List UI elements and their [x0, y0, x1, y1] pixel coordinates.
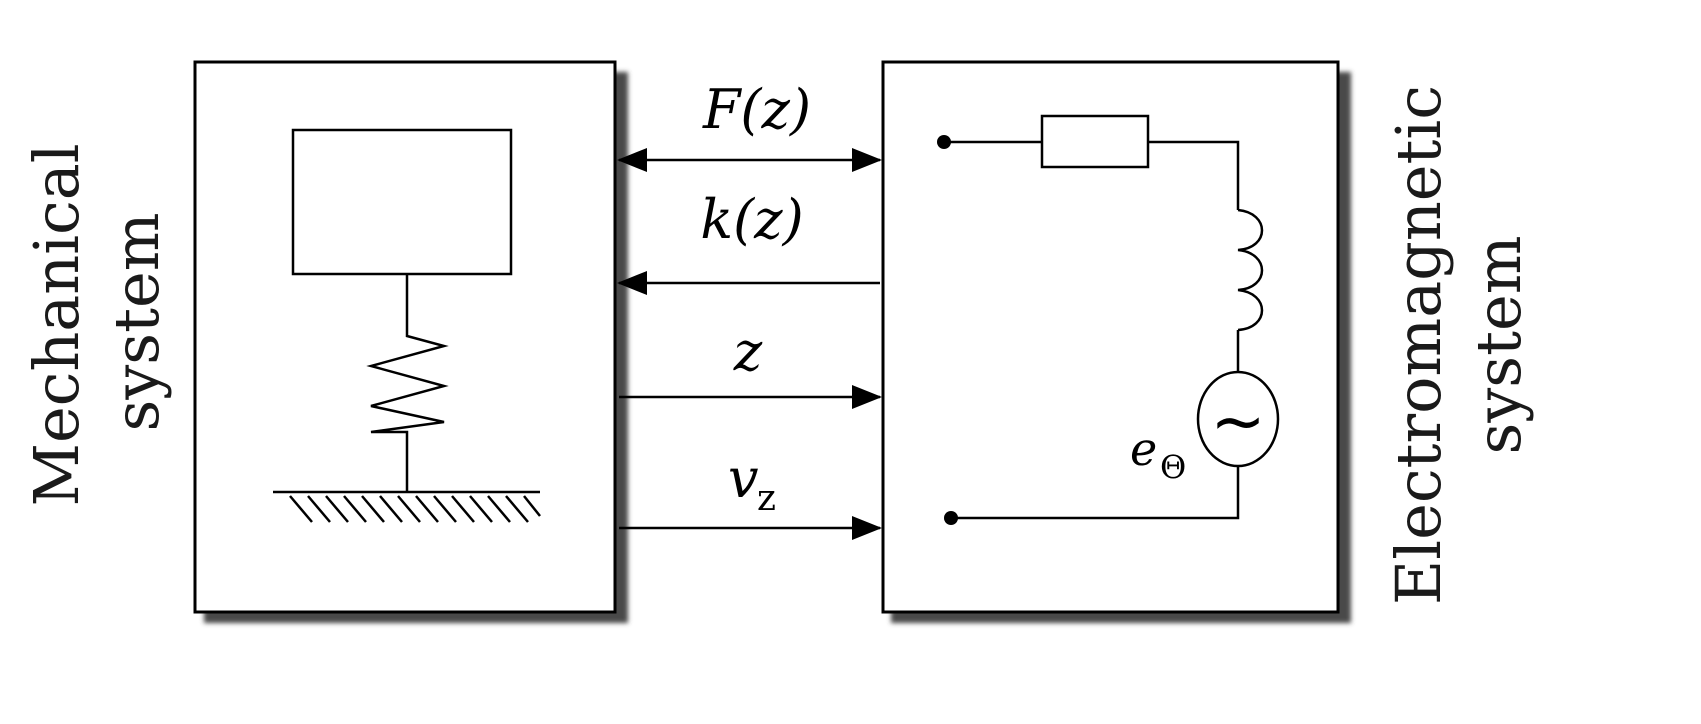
electromagnetic-system-block: ~ e Θ	[881, 60, 1351, 623]
wire-top-right	[1148, 140, 1240, 210]
position-label: z	[733, 320, 763, 383]
mechanical-system-block	[193, 60, 628, 623]
mechanical-block-frame	[193, 60, 617, 614]
electromagnetic-label-line1: Electromagnetic	[1382, 85, 1455, 605]
electromagnetic-system-label: Electromagnetic system	[1382, 85, 1535, 605]
velocity-label-main: v	[728, 447, 759, 510]
electromagnetic-label-line2: system	[1462, 235, 1535, 454]
mechanical-label-line2: system	[100, 212, 173, 431]
signal-arrows: F(z) k(z) z v z	[617, 78, 882, 540]
wire-bottom	[951, 466, 1240, 520]
velocity-label-sub: z	[757, 478, 776, 519]
mechanical-label-line1: Mechanical	[20, 143, 93, 506]
stiffness-label: k(z)	[700, 188, 803, 251]
ac-source-symbol: ~	[1210, 383, 1265, 460]
mass-block	[291, 128, 513, 276]
source-label-main: e	[1130, 422, 1157, 476]
inductor-icon	[1237, 208, 1264, 332]
velocity-label: v	[728, 447, 759, 510]
force-label: F(z)	[702, 78, 811, 141]
source-label-sub: Θ	[1160, 448, 1186, 486]
mechanical-system-label: Mechanical system	[20, 143, 173, 506]
spring-icon	[366, 274, 449, 492]
electromagnetic-block-frame	[881, 60, 1340, 614]
ground-icon	[273, 490, 541, 523]
source-label: e	[1130, 422, 1157, 476]
